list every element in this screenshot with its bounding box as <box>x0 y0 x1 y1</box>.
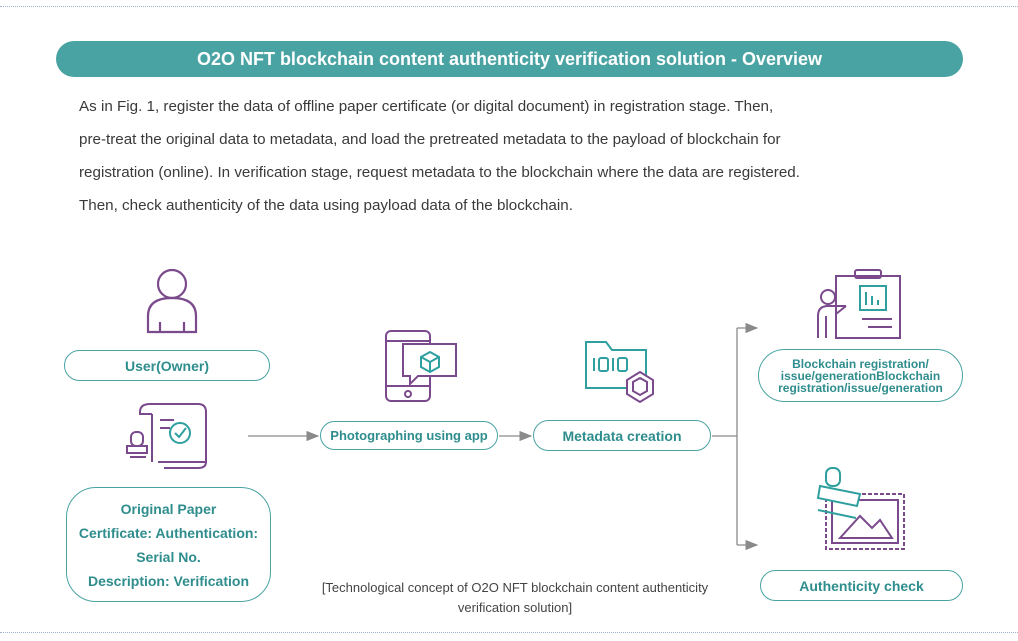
paper-line: Original Paper <box>120 500 217 517</box>
photographing-step: Photographing using app <box>320 421 498 450</box>
blockchain-text: Blockchain registration/ issue/generatio… <box>778 356 943 395</box>
photographing-text: Photographing using app <box>330 428 488 443</box>
authenticity-text: Authenticity check <box>799 577 924 594</box>
figure-caption: [Technological concept of O2O NFT blockc… <box>280 578 750 618</box>
smartphone-camera-icon <box>385 330 457 402</box>
paper-line: Certificate: Authentication: <box>78 524 259 541</box>
intro-line: registration (online). In verification s… <box>79 164 800 181</box>
overview-banner: O2O NFT blockchain content authenticity … <box>56 41 963 77</box>
certificate-stamp-icon <box>126 403 207 469</box>
presenter-board-icon <box>817 269 901 339</box>
authenticity-check-step: Authenticity check <box>760 570 963 601</box>
user-icon <box>146 268 198 334</box>
paper-line: Serial No. <box>136 548 201 565</box>
binary-folder-icon <box>585 341 654 404</box>
top-dotted-divider <box>0 6 1018 7</box>
paper-line: Description: Verification <box>87 572 250 589</box>
bottom-dotted-divider <box>0 632 1018 633</box>
intro-line: pre-treat the original data to metadata,… <box>79 131 781 148</box>
stamp-icon <box>816 467 905 550</box>
blockchain-registration-step: Blockchain registration/ issue/generatio… <box>758 349 963 402</box>
metadata-text: Metadata creation <box>562 427 682 444</box>
flow-connectors <box>248 322 759 551</box>
banner-title: O2O NFT blockchain content authenticity … <box>196 48 823 69</box>
caption-line: [Technological concept of O2O NFT blockc… <box>321 580 709 595</box>
user-owner-label: User(Owner) <box>64 350 270 381</box>
user-owner-text: User(Owner) <box>124 357 210 374</box>
caption-line: verification solution] <box>457 600 573 615</box>
intro-line: Then, check authenticity of the data usi… <box>79 197 573 214</box>
intro-paragraph: As in Fig. 1, register the data of offli… <box>79 90 949 222</box>
original-paper-label: Original Paper Certificate: Authenticati… <box>66 487 271 602</box>
metadata-step: Metadata creation <box>533 420 711 451</box>
intro-line: As in Fig. 1, register the data of offli… <box>79 98 774 115</box>
